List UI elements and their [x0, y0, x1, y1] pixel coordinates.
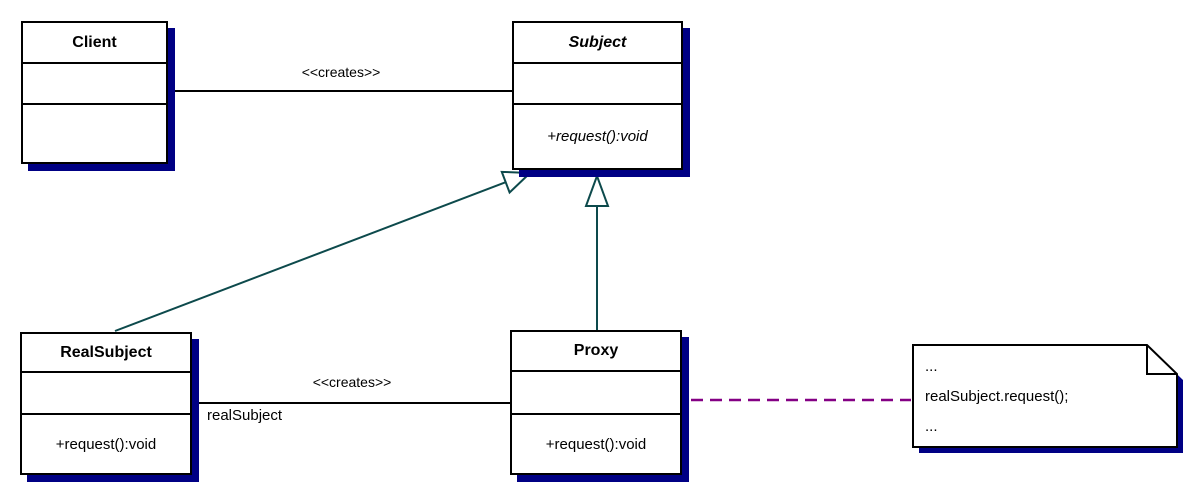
- generalization-line: [114, 181, 507, 332]
- class-proxy: Proxy +request():void: [510, 330, 682, 475]
- method-request: +request():void: [55, 435, 157, 453]
- generalization-realsubject-subject: [114, 170, 533, 332]
- class-subject-name: Subject: [568, 33, 627, 51]
- hollow-triangle-arrowhead-icon: [500, 170, 533, 195]
- class-proxy-methods: +request():void: [512, 413, 680, 473]
- note-line: ...: [925, 358, 938, 375]
- class-realsubject-methods: +request():void: [22, 413, 190, 473]
- class-realsubject: RealSubject +request():void: [20, 332, 192, 475]
- stereotype-label-creates-client-subject: <<creates>>: [301, 64, 381, 80]
- method-request: +request():void: [545, 435, 647, 453]
- class-client-name: Client: [72, 33, 117, 51]
- class-realsubject-name: RealSubject: [60, 343, 152, 361]
- class-proxy-attributes: [512, 370, 680, 413]
- note-line: ...: [925, 418, 938, 435]
- class-subject-attributes: [514, 62, 681, 103]
- note-folded-corner-icon: [1146, 345, 1177, 375]
- class-client-attributes: [23, 62, 166, 103]
- class-realsubject-attributes: [22, 371, 190, 413]
- note-line: realSubject.request();: [925, 388, 1069, 405]
- class-client-methods: [23, 103, 166, 162]
- method-request: +request():void: [547, 128, 648, 145]
- class-client: Client: [21, 21, 168, 164]
- uml-note-shape: [912, 344, 1183, 453]
- class-subject: Subject +request():void: [512, 21, 683, 170]
- class-proxy-name: Proxy: [573, 342, 619, 359]
- role-label-realsubject: realSubject: [207, 407, 283, 424]
- stereotype-label-creates-realsubject-proxy: <<creates>>: [312, 374, 392, 390]
- hollow-triangle-arrowhead-icon: [584, 173, 610, 207]
- generalization-proxy-subject: [584, 173, 610, 330]
- note-text: ... realSubject.request(); ...: [925, 352, 1068, 442]
- note-body: [912, 344, 1178, 448]
- class-subject-methods: +request():void: [514, 103, 681, 168]
